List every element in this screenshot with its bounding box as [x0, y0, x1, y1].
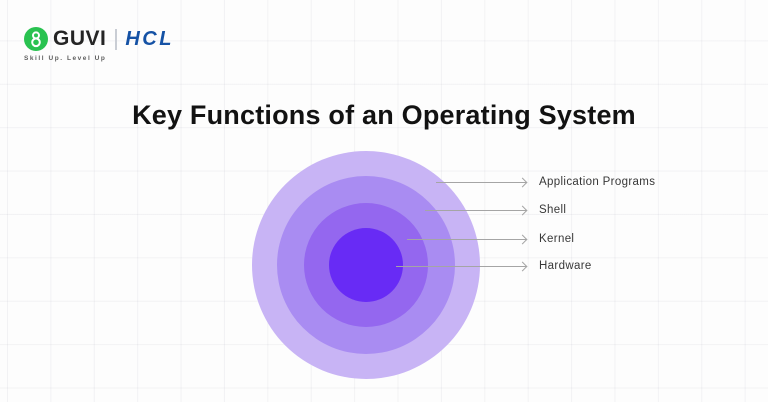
guvi-wordmark: GUVI — [53, 27, 107, 50]
brand-divider — [115, 28, 118, 50]
page-title: Key Functions of an Operating System — [132, 100, 636, 130]
label-shell: Shell — [539, 204, 567, 216]
brand-tagline: Skill Up. Level Up — [24, 55, 107, 62]
arrow-shell — [425, 210, 526, 211]
label-application-programs: Application Programs — [539, 176, 656, 188]
ring-hardware — [329, 228, 403, 302]
arrow-hardware — [396, 266, 526, 267]
label-kernel: Kernel — [539, 233, 575, 245]
hcl-wordmark: HCL — [125, 27, 174, 50]
arrow-application-programs — [436, 182, 526, 183]
guvi-logo-icon — [24, 27, 48, 51]
label-hardware: Hardware — [539, 260, 592, 272]
brand-lockup: GUVI HCL Skill Up. Level Up — [24, 27, 174, 62]
arrow-kernel — [407, 239, 526, 240]
